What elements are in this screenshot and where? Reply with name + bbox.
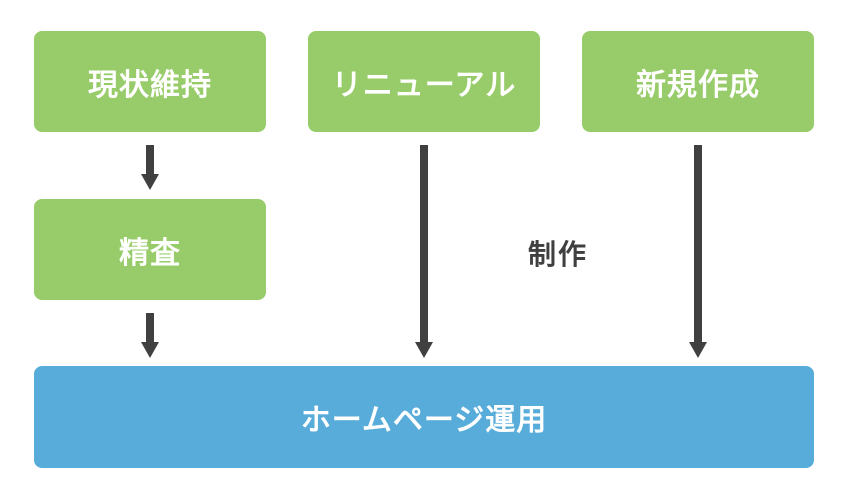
- production-label: 制作: [528, 238, 589, 271]
- arrow-new-to-operation: [689, 145, 707, 358]
- box-current-maintenance: 現状維持: [34, 31, 266, 132]
- box-new-creation: 新規作成: [582, 31, 814, 132]
- arrow-review-to-operation: [141, 313, 159, 358]
- arrow-maintain-to-review: [141, 145, 159, 190]
- box-review-label: 精査: [119, 235, 181, 271]
- box-renewal: リニューアル: [308, 31, 540, 132]
- box-homepage-operation-label: ホームページ運用: [300, 403, 548, 438]
- box-review: 精査: [34, 199, 266, 300]
- box-new-creation-label: 新規作成: [636, 67, 760, 103]
- arrow-renewal-to-operation: [415, 145, 433, 358]
- box-renewal-label: リニューアル: [331, 67, 517, 103]
- box-homepage-operation: ホームページ運用: [34, 366, 814, 468]
- box-current-maintenance-label: 現状維持: [88, 67, 212, 103]
